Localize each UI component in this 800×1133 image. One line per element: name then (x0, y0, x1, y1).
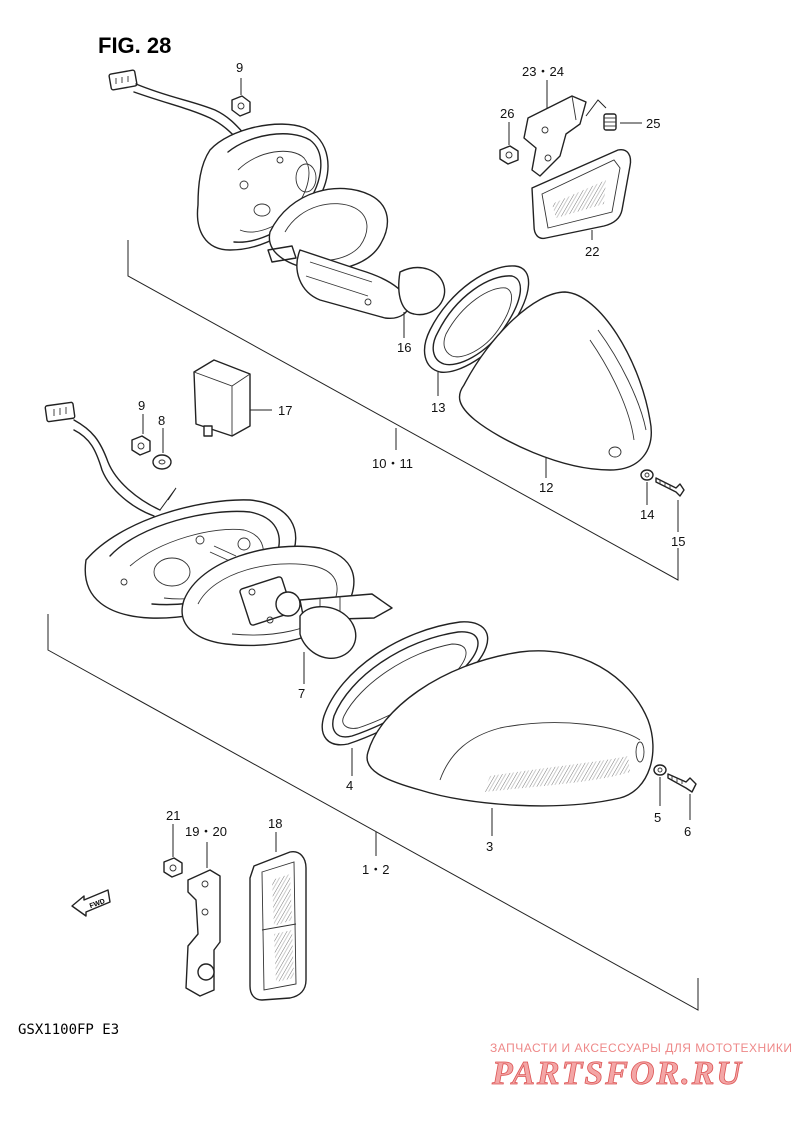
watermark-logo: PARTSFOR.RU (491, 1055, 743, 1092)
callout-15: 15 (671, 534, 685, 549)
callout-1-2: 1・2 (362, 862, 389, 877)
screw-15 (655, 477, 685, 532)
upper-socket-bulb-holder (267, 187, 446, 319)
fwd-arrow: FWD (71, 889, 111, 917)
lower-socket-bulb (181, 545, 393, 659)
callout-17: 17 (278, 403, 292, 418)
lens-12 (458, 291, 652, 471)
callout-9-top: 9 (236, 60, 243, 75)
callout-3: 3 (486, 839, 493, 854)
nut-9-top (231, 78, 251, 117)
callout-23-24: 23・24 (522, 64, 564, 79)
model-label: GSX1100FP E3 (18, 1022, 119, 1038)
screw-25 (603, 113, 642, 131)
callout-10-11: 10・11 (372, 456, 413, 471)
lower-connector-wire (44, 401, 177, 517)
washer-8 (152, 428, 172, 470)
group-bracket-upper (127, 240, 679, 581)
bracket-19-20 (185, 842, 221, 997)
callout-13: 13 (431, 400, 445, 415)
callout-6: 6 (684, 824, 691, 839)
callout-25: 25 (646, 116, 660, 131)
relay-17 (193, 359, 272, 437)
callout-4: 4 (346, 778, 353, 793)
nut-26 (499, 122, 519, 165)
callout-19-20: 19・20 (185, 824, 227, 839)
figure-title: FIG. 28 (98, 33, 171, 58)
nut-9-mid (131, 414, 151, 456)
upper-connector-wire (108, 69, 249, 145)
reflector-bracket-23-24 (523, 80, 607, 177)
callout-18: 18 (268, 816, 282, 831)
group-bracket-lower (47, 614, 699, 1011)
callout-16: 16 (397, 340, 411, 355)
screw-6 (667, 773, 697, 820)
callout-7: 7 (298, 686, 305, 701)
callout-26: 26 (500, 106, 514, 121)
callout-9-mid: 9 (138, 398, 145, 413)
callout-21: 21 (166, 808, 180, 823)
washer-5 (653, 764, 667, 806)
reflector-18 (249, 832, 307, 1001)
side-reflector-22 (531, 149, 632, 240)
callout-22: 22 (585, 244, 599, 259)
watermark-tagline: ЗАПЧАСТИ И АКСЕССУАРЫ ДЛЯ МОТОТЕХНИКИ (490, 1041, 792, 1055)
nut-21 (163, 824, 183, 878)
callout-5: 5 (654, 810, 661, 825)
callout-12: 12 (539, 480, 553, 495)
callout-8: 8 (158, 413, 165, 428)
washer-14 (640, 469, 654, 505)
callout-14: 14 (640, 507, 654, 522)
lens-3 (366, 650, 654, 807)
